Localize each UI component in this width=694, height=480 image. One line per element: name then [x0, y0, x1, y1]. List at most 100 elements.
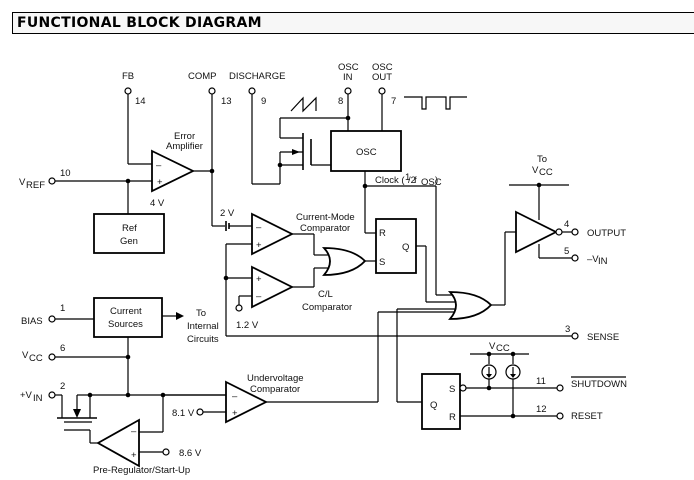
- shutdown-latch-q: Q: [430, 400, 437, 411]
- uv-plus: +: [232, 408, 238, 419]
- pin-osc-in-terminal[interactable]: [344, 87, 352, 95]
- sense-junction-dot: [223, 275, 229, 281]
- shutdown-latch-r: R: [449, 412, 456, 423]
- pin-osc-in-number: 8: [338, 96, 343, 107]
- pin-fb-label: FB: [122, 71, 134, 82]
- pin-vin-terminal[interactable]: [48, 391, 56, 399]
- clock-label-sub: OSC: [421, 177, 442, 188]
- shutdown-latch-s: S: [449, 384, 455, 395]
- cs1-junction-dot: [486, 385, 492, 391]
- pin-osc-out-label-1: OSC: [372, 62, 393, 73]
- pin-vcc-sub: CC: [29, 353, 43, 364]
- pin-reset-label: RESET: [571, 411, 603, 422]
- four-v-label: 4 V: [150, 198, 165, 209]
- pin-vin-label: +V: [20, 390, 33, 401]
- pin-bias-terminal[interactable]: [48, 315, 56, 323]
- to-internal-arrow-icon: [176, 312, 184, 320]
- to-internal-label-3: Circuits: [187, 334, 219, 345]
- pin-vcc-terminal[interactable]: [48, 353, 56, 361]
- ref-gen-box: [93, 213, 165, 254]
- comp-junction-dot: [209, 168, 215, 174]
- shutdown-latch-box: [421, 373, 461, 430]
- pin-bias-label: BIAS: [21, 316, 43, 327]
- undervoltage-comparator: – + Undervoltage Comparator: [225, 373, 304, 424]
- vcc-top-label: V: [489, 341, 496, 352]
- to-internal-label-1: To: [196, 308, 206, 319]
- pin-vcc-label: V: [22, 350, 29, 361]
- diagram-title: FUNCTIONAL BLOCK DIAGRAM: [17, 15, 262, 31]
- pin-discharge-number: 9: [261, 96, 266, 107]
- clock-label-suffix: ): [435, 175, 438, 186]
- pin-reset-terminal[interactable]: [556, 412, 564, 420]
- undervoltage-triangle: [225, 380, 269, 424]
- pin-shutdown: 11 SHUTDOWN: [536, 376, 627, 392]
- pin-shutdown-label: SHUTDOWN: [571, 379, 627, 390]
- pin-vin-sub: IN: [33, 393, 43, 404]
- preregulator-label: Pre-Regulator/Start-Up: [93, 465, 190, 476]
- osc-block: OSC: [330, 130, 402, 172]
- shutdown-inverter-bubble: [459, 384, 467, 392]
- eight-six-v-label: 8.6 V: [179, 448, 202, 459]
- pin-sense-label: SENSE: [587, 332, 619, 343]
- preregulator-triangle: [96, 418, 140, 468]
- onetwo-terminal: [235, 304, 243, 312]
- to-vcc-sub: CC: [539, 167, 553, 178]
- pin-vin: +V IN 2: [20, 381, 65, 404]
- current-mode-comparator-triangle: [251, 212, 295, 256]
- pin-output-terminal[interactable]: [571, 228, 579, 236]
- pin-discharge: DISCHARGE 9: [229, 71, 285, 107]
- vin-junction-dot: [87, 392, 93, 398]
- pin-fb-terminal[interactable]: [124, 87, 132, 95]
- cs2-junction-dot: [510, 413, 516, 419]
- clock-label-prefix: Clock (: [375, 175, 405, 186]
- current-mode-label-1: Current-Mode: [296, 212, 355, 223]
- pin-sense-terminal[interactable]: [571, 332, 579, 340]
- prereg-minus: –: [131, 426, 137, 437]
- cl-minus: –: [256, 291, 262, 302]
- osc-box: [330, 130, 402, 172]
- ref-gen-label-2: Gen: [120, 236, 138, 247]
- pin-comp-number: 13: [221, 96, 232, 107]
- pin-discharge-terminal[interactable]: [248, 87, 256, 95]
- pin-vref-number: 10: [60, 168, 71, 179]
- eightsix-terminal: [162, 448, 170, 456]
- or-gate-1: [321, 247, 367, 276]
- pin-comp-terminal[interactable]: [208, 87, 216, 95]
- pin-osc-out: OSC OUT 7: [372, 62, 396, 107]
- sawtooth-waveform-icon: [290, 96, 317, 113]
- pin-bias: BIAS 1: [21, 303, 65, 327]
- pin-neg-vin-number: 5: [564, 246, 569, 257]
- pin-comp-label: COMP: [188, 71, 217, 82]
- cm-minus: –: [256, 222, 262, 233]
- eight-one-v-label: 8.1 V: [172, 408, 195, 419]
- error-amplifier-triangle: [151, 149, 196, 193]
- two-v-label: 2 V: [220, 208, 235, 219]
- current-source-1-icon: [481, 364, 497, 380]
- output-driver-triangle: [515, 210, 559, 254]
- cl-label-1: C/L: [318, 289, 333, 300]
- uv-label-1: Undervoltage: [247, 373, 304, 384]
- clock-label-den: /2: [408, 175, 416, 186]
- one-two-v-label: 1.2 V: [236, 320, 259, 331]
- pin-shutdown-terminal[interactable]: [556, 384, 564, 392]
- pin-bias-number: 1: [60, 303, 65, 314]
- pin-osc-out-terminal[interactable]: [378, 87, 386, 95]
- pin-output: 4 OUTPUT: [564, 219, 626, 239]
- error-amp-label-2: Amplifier: [166, 141, 203, 152]
- to-vcc-label-2: V: [532, 165, 539, 176]
- vcc-top-sub: CC: [496, 343, 510, 354]
- ref-gen-block: Ref Gen: [93, 213, 165, 254]
- pin-osc-out-label-2: OUT: [372, 72, 392, 83]
- pin-vref-terminal[interactable]: [48, 177, 56, 185]
- rs-latch-box: [375, 218, 417, 274]
- uv-label-2: Comparator: [250, 384, 300, 395]
- pin-output-number: 4: [564, 219, 569, 230]
- pin-reset-number: 12: [536, 404, 547, 415]
- rs-latch-q: Q: [402, 242, 409, 253]
- current-sources-box: [93, 297, 163, 338]
- pin-vcc: V CC 6: [22, 343, 65, 364]
- pin-discharge-label: DISCHARGE: [229, 71, 285, 82]
- to-internal-label-2: Internal: [187, 321, 219, 332]
- two-volt-battery-icon: [225, 221, 230, 231]
- pin-neg-vin-terminal[interactable]: [571, 254, 579, 262]
